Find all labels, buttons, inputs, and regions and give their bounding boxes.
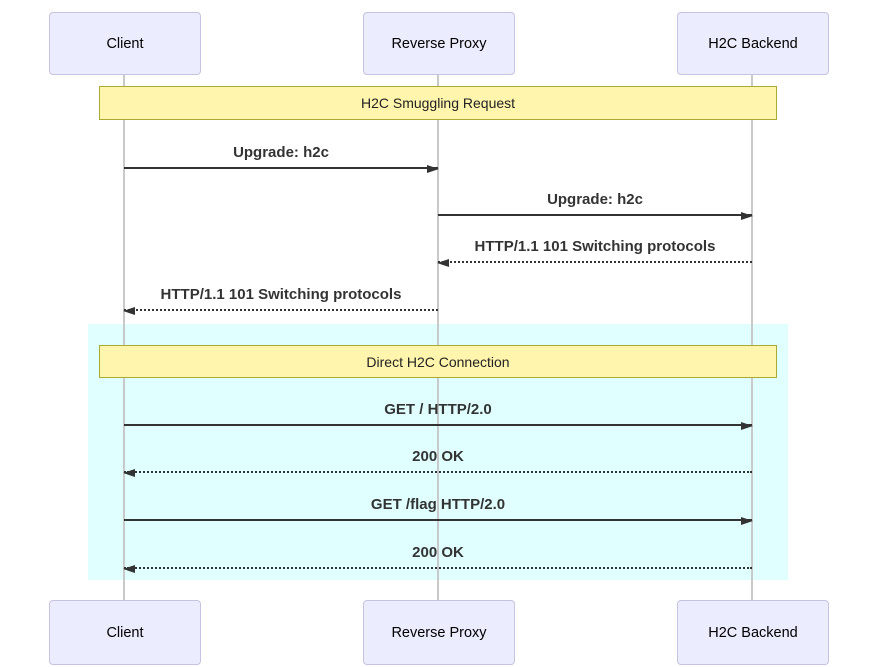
message-label: Upgrade: h2c <box>547 191 643 208</box>
message-label: 200 OK <box>412 544 464 561</box>
message-upgrade-h2c-1: Upgrade: h2c <box>124 144 439 173</box>
actor-reverse-proxy-bottom: Reverse Proxy <box>363 600 515 665</box>
message-upgrade-h2c-2: Upgrade: h2c <box>438 191 753 220</box>
arrowhead-left-icon <box>123 468 135 477</box>
message-get-root: GET / HTTP/2.0 <box>124 401 753 430</box>
arrowhead-right-icon <box>741 211 753 220</box>
actor-label: Reverse Proxy <box>391 35 487 52</box>
message-line <box>124 167 438 169</box>
arrowhead-left-icon <box>437 258 449 267</box>
arrowhead-left-icon <box>123 306 135 315</box>
message-line <box>124 567 752 569</box>
message-label: HTTP/1.1 101 Switching protocols <box>160 286 402 303</box>
actor-h2c-backend-bottom: H2C Backend <box>677 600 829 665</box>
message-label: GET /flag HTTP/2.0 <box>370 496 506 513</box>
message-line <box>124 309 438 311</box>
message-101-switching-1: HTTP/1.1 101 Switching protocols <box>437 238 752 267</box>
actor-reverse-proxy-top: Reverse Proxy <box>363 12 515 75</box>
actor-label: H2C Backend <box>708 35 798 52</box>
actor-client-bottom: Client <box>49 600 201 665</box>
banner-direct-h2c-connection: Direct H2C Connection <box>99 345 777 378</box>
lifeline-h2c-backend <box>751 73 753 600</box>
banner-label: H2C Smuggling Request <box>360 95 516 111</box>
message-line <box>124 471 752 473</box>
message-line <box>124 519 752 521</box>
actor-label: Client <box>106 35 144 52</box>
message-200-ok-1: 200 OK <box>123 448 752 477</box>
message-line <box>124 424 752 426</box>
message-line <box>438 261 752 263</box>
arrowhead-left-icon <box>123 564 135 573</box>
actor-client-top: Client <box>49 12 201 75</box>
message-get-flag: GET /flag HTTP/2.0 <box>124 496 753 525</box>
actor-label: H2C Backend <box>708 624 798 641</box>
arrowhead-right-icon <box>427 164 439 173</box>
lifeline-reverse-proxy <box>437 73 439 600</box>
message-line <box>438 214 752 216</box>
message-101-switching-2: HTTP/1.1 101 Switching protocols <box>123 286 438 315</box>
arrowhead-right-icon <box>741 421 753 430</box>
arrowhead-right-icon <box>741 516 753 525</box>
message-200-ok-2: 200 OK <box>123 544 752 573</box>
actor-h2c-backend-top: H2C Backend <box>677 12 829 75</box>
message-label: GET / HTTP/2.0 <box>384 401 492 418</box>
actor-label: Reverse Proxy <box>391 624 487 641</box>
banner-h2c-smuggling-request: H2C Smuggling Request <box>99 86 777 120</box>
message-label: HTTP/1.1 101 Switching protocols <box>474 238 716 255</box>
actor-label: Client <box>106 624 144 641</box>
message-label: Upgrade: h2c <box>233 144 329 161</box>
message-label: 200 OK <box>412 448 464 465</box>
banner-label: Direct H2C Connection <box>366 353 510 370</box>
lifeline-client <box>123 73 125 600</box>
